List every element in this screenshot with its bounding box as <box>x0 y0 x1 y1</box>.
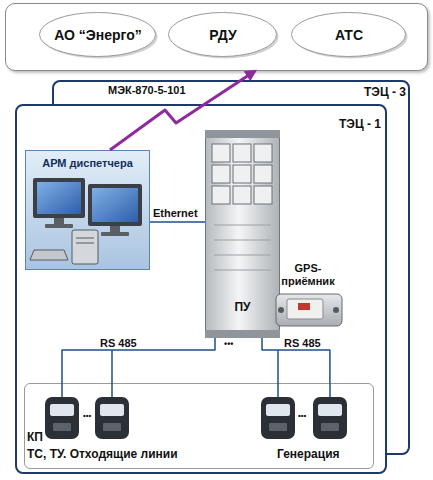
server-rack: ПУ <box>205 130 280 338</box>
rack-top <box>205 130 280 138</box>
monitor-base <box>101 232 129 236</box>
monitor-frame <box>88 184 142 226</box>
gps-board <box>287 299 323 319</box>
monitor-screen <box>92 188 138 222</box>
system-group-box: АО “Энерго”РДУАТС <box>5 3 428 71</box>
bus-line <box>262 338 330 383</box>
organization-ellipse: РДУ <box>167 11 279 59</box>
drive-bay <box>212 144 230 162</box>
rack-vent <box>214 270 271 271</box>
drive-slot <box>76 238 94 239</box>
meter-display <box>50 404 74 416</box>
workstation-icon <box>30 178 142 264</box>
wire <box>111 350 113 397</box>
meter-icon <box>313 397 347 439</box>
gps-receiver-box: GPS-приёмник <box>268 258 348 334</box>
system-unit <box>72 230 98 264</box>
plant-frame: ТЭЦ - 1 АРМ диспетчераПУ GPS-приёмникКП ТС,… <box>15 104 387 474</box>
rack-base <box>205 330 280 338</box>
node-text: ПУ <box>206 301 279 315</box>
node-text: ТЭЦ - 1 <box>317 118 381 132</box>
bus-line <box>62 338 215 383</box>
monitor-stand <box>110 226 120 232</box>
node-text: GPS-приёмник <box>277 262 339 287</box>
meter-icon <box>261 397 295 439</box>
organization-ellipse: АТС <box>290 11 408 59</box>
meter-display <box>100 404 124 416</box>
drive-bay <box>254 144 272 162</box>
workstation-box: АРМ диспетчера <box>25 150 150 270</box>
node-text: КП <box>27 431 57 445</box>
bus-line <box>150 221 205 223</box>
meter-body <box>95 397 129 439</box>
monitor-frame <box>33 178 85 218</box>
gps-connector <box>333 307 339 313</box>
meter-terminal <box>269 423 287 431</box>
monitor-base <box>45 224 73 228</box>
gps-chip <box>298 303 310 310</box>
drive-bay <box>233 186 251 204</box>
drive-bay <box>233 144 251 162</box>
monitor-screen <box>37 182 81 214</box>
node-text: АРМ диспетчера <box>26 157 149 170</box>
node-text: АТС <box>290 11 408 59</box>
wire <box>329 383 331 397</box>
wire <box>61 383 63 397</box>
meter-terminal <box>53 423 71 431</box>
node-text: ТЭЦ - 3 <box>342 86 406 100</box>
drive-bay <box>254 186 272 204</box>
gps-body <box>276 294 342 326</box>
rack-vent <box>214 240 271 241</box>
node-text: ТС, ТУ. Отходящие линии <box>27 448 237 462</box>
meter-body <box>45 397 79 439</box>
rack-vent <box>214 255 271 256</box>
meter-icon <box>95 397 129 439</box>
node-text: РДУ <box>167 11 279 59</box>
drive-bay <box>254 165 272 183</box>
meter-group-box: КП ТС, ТУ. Отходящие линии Генерация <box>24 383 374 469</box>
wire <box>277 350 279 397</box>
meter-display <box>318 404 342 416</box>
drive-bay <box>212 186 230 204</box>
gps-receiver-icon <box>276 294 342 326</box>
monitor-stand <box>54 218 64 224</box>
keyboard <box>30 250 68 260</box>
server-rack-icon <box>205 130 280 338</box>
meter-terminal <box>321 423 339 431</box>
meter-wires <box>62 350 330 397</box>
meter-display <box>266 404 290 416</box>
drive-bay <box>233 165 251 183</box>
meter-icon <box>45 397 79 439</box>
data-link-arrow <box>110 71 255 150</box>
meter-body <box>261 397 295 439</box>
node-text: АО “Энерго” <box>38 11 158 59</box>
rack-vent <box>214 225 271 226</box>
meter-terminal <box>103 423 121 431</box>
organization-ellipse: АО “Энерго” <box>38 11 158 59</box>
gps-connector <box>278 307 284 313</box>
meter-body <box>313 397 347 439</box>
node-text: Генерация <box>277 448 369 462</box>
drive-bay <box>212 165 230 183</box>
drive-slot <box>76 243 94 244</box>
